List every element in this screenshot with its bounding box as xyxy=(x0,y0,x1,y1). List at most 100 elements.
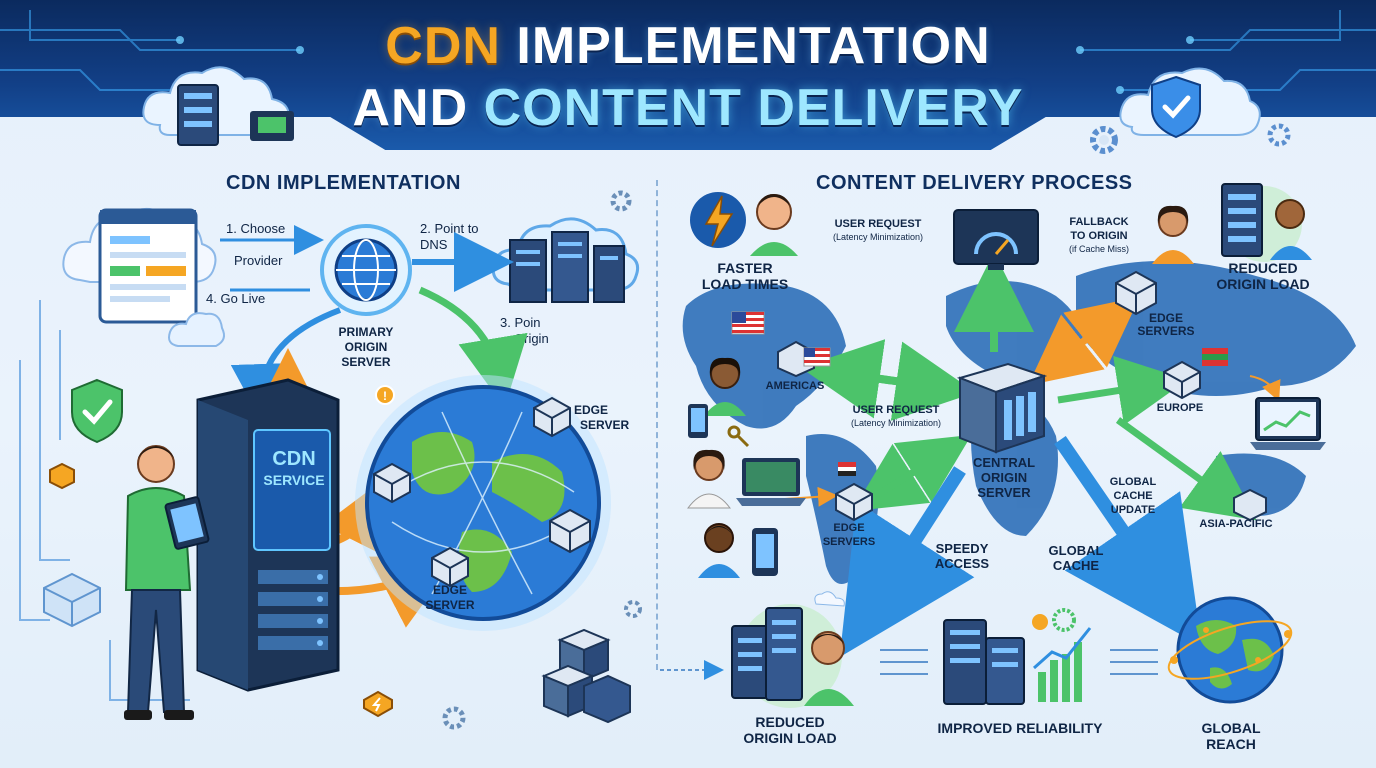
global-reach-label: GLOBAL REACH xyxy=(1201,720,1261,753)
page-title-line-2: AND CONTENT DELIVERY xyxy=(0,82,1376,134)
edge-servers-top-2: SERVERS xyxy=(1137,324,1195,338)
asia-pacific-label: ASIA-PACIFIC xyxy=(1199,518,1273,530)
cloud-servers-icon xyxy=(491,217,640,303)
fallback-2: TO ORIGIN xyxy=(1070,230,1128,242)
step-point-dns-2: DNS xyxy=(420,237,448,252)
reduced-top-1: REDUCED xyxy=(1228,260,1298,276)
edge-servers-top-1: EDGE xyxy=(1148,311,1183,325)
global-cache-2: CACHE xyxy=(1052,558,1100,573)
reduced-bot-1: REDUCED xyxy=(755,714,825,730)
gear-icon xyxy=(442,706,466,730)
step-choose: 1. Choose xyxy=(226,221,286,236)
primary-origin-label-1: PRIMARY xyxy=(338,325,394,339)
cloud-server-icon xyxy=(142,66,294,146)
user-avatar xyxy=(686,449,732,509)
edge-server-cube xyxy=(533,396,571,438)
title-implementation: IMPLEMENTATION xyxy=(516,17,991,75)
global-cache-1: GLOBAL xyxy=(1048,543,1104,558)
page-title-line-1: CDN IMPLEMENTATION xyxy=(0,20,1376,72)
dashboard-monitor-icon xyxy=(953,209,1039,270)
svg-text:!: ! xyxy=(383,389,387,403)
section-title-cdn-implementation: CDN IMPLEMENTATION xyxy=(226,172,461,194)
step-provider: Provider xyxy=(234,253,283,268)
reduced-top-2: ORIGIN LOAD xyxy=(1216,276,1310,292)
gear-icon xyxy=(1267,123,1291,147)
gear-icon xyxy=(610,190,632,212)
section-divider xyxy=(656,180,658,670)
title-and: AND xyxy=(352,79,469,137)
fallback-3: (if Cache Miss) xyxy=(1068,244,1129,254)
flag-icon xyxy=(838,462,856,476)
lightning-tile-icon xyxy=(363,690,393,718)
user-avatar xyxy=(1152,205,1194,264)
speedy-1: SPEEDY xyxy=(935,541,989,556)
global-reach-globe-icon xyxy=(1167,596,1293,704)
edge-server-label-b-1: EDGE xyxy=(432,583,467,597)
edge-servers-cube xyxy=(1115,270,1157,316)
primary-origin-globe-icon xyxy=(320,224,412,316)
edge-server-cube xyxy=(1233,488,1267,522)
improved-label: IMPROVED RELIABILITY xyxy=(937,720,1103,736)
edge-server-label-b-2: SERVER xyxy=(425,598,475,612)
latency-mid: (Latency Minimization) xyxy=(850,418,942,428)
title-content-delivery: CONTENT DELIVERY xyxy=(483,79,1024,137)
us-flag-icon xyxy=(803,347,831,367)
section-title-content-delivery-process: CONTENT DELIVERY PROCESS xyxy=(816,172,1133,194)
shield-cloud-icon xyxy=(1119,67,1261,139)
central-3: SERVER xyxy=(977,485,1031,500)
engineer-figure xyxy=(124,445,210,720)
us-flag-icon xyxy=(731,311,765,335)
package-icon xyxy=(43,572,101,628)
europe-label: EUROPE xyxy=(1156,402,1204,414)
edge-server-cube xyxy=(431,546,469,588)
box-icon xyxy=(49,462,75,490)
cdn-service-rack xyxy=(196,378,340,692)
user-request-top: USER REQUEST xyxy=(834,218,922,230)
phone-icon xyxy=(752,528,778,576)
step-point-origin-1: 3. Poin xyxy=(500,315,541,330)
latency-top: (Latency Minimization) xyxy=(832,232,924,242)
global-cache-update-1: GLOBAL xyxy=(1109,476,1157,488)
faster-load-icon xyxy=(690,192,798,256)
edge-servers-bot-1: EDGE xyxy=(833,522,865,534)
improved-reliability-icon xyxy=(943,608,1092,705)
reduced-origin-top-icon xyxy=(1221,183,1312,262)
laptop-chart-icon xyxy=(1250,397,1326,450)
central-origin-server-icon xyxy=(956,362,1048,454)
primary-origin-label-2: ORIGIN xyxy=(344,340,388,354)
global-cache-update-3: UPDATE xyxy=(1110,504,1156,516)
faster-label-1: FASTER xyxy=(717,260,773,276)
alert-dot xyxy=(375,385,395,405)
central-2: ORIGIN xyxy=(980,470,1028,485)
server-stack-icon xyxy=(541,628,631,724)
edge-server-cube xyxy=(1163,360,1201,400)
browser-cloud-icon xyxy=(62,208,217,324)
fallback-1: FALLBACK xyxy=(1069,216,1129,228)
user-request-mid: USER REQUEST xyxy=(852,404,940,416)
global-cache-update-2: CACHE xyxy=(1113,490,1153,502)
cloud-icon xyxy=(168,312,225,347)
flag-icon xyxy=(1202,348,1228,366)
globe-icon xyxy=(355,375,611,631)
reduced-origin-bottom-icon xyxy=(731,591,854,708)
edge-server-cube xyxy=(373,462,411,504)
edge-server-cube xyxy=(549,508,591,554)
faster-label-2: LOAD TIMES xyxy=(701,276,789,292)
edge-server-label-a-2: SERVER xyxy=(580,418,630,432)
cdn-service-label-2: SERVICE xyxy=(263,472,325,488)
speedy-2: ACCESS xyxy=(934,556,990,571)
primary-origin-label-3: SERVER xyxy=(341,355,391,369)
laptop-icon xyxy=(736,458,806,506)
user-avatar xyxy=(698,523,740,578)
edge-servers-bot-2: SERVERS xyxy=(822,536,876,548)
americas-label: AMERICAS xyxy=(765,380,825,392)
user-avatar xyxy=(704,357,746,416)
gear-icon xyxy=(1090,126,1118,154)
cdn-service-label-1: CDN xyxy=(272,448,316,470)
phone-icon xyxy=(688,404,708,438)
shield-icon xyxy=(71,378,123,444)
gear-icon xyxy=(624,600,642,618)
edge-server-cube xyxy=(835,482,873,522)
edge-server-label-a-1: EDGE xyxy=(574,403,609,417)
